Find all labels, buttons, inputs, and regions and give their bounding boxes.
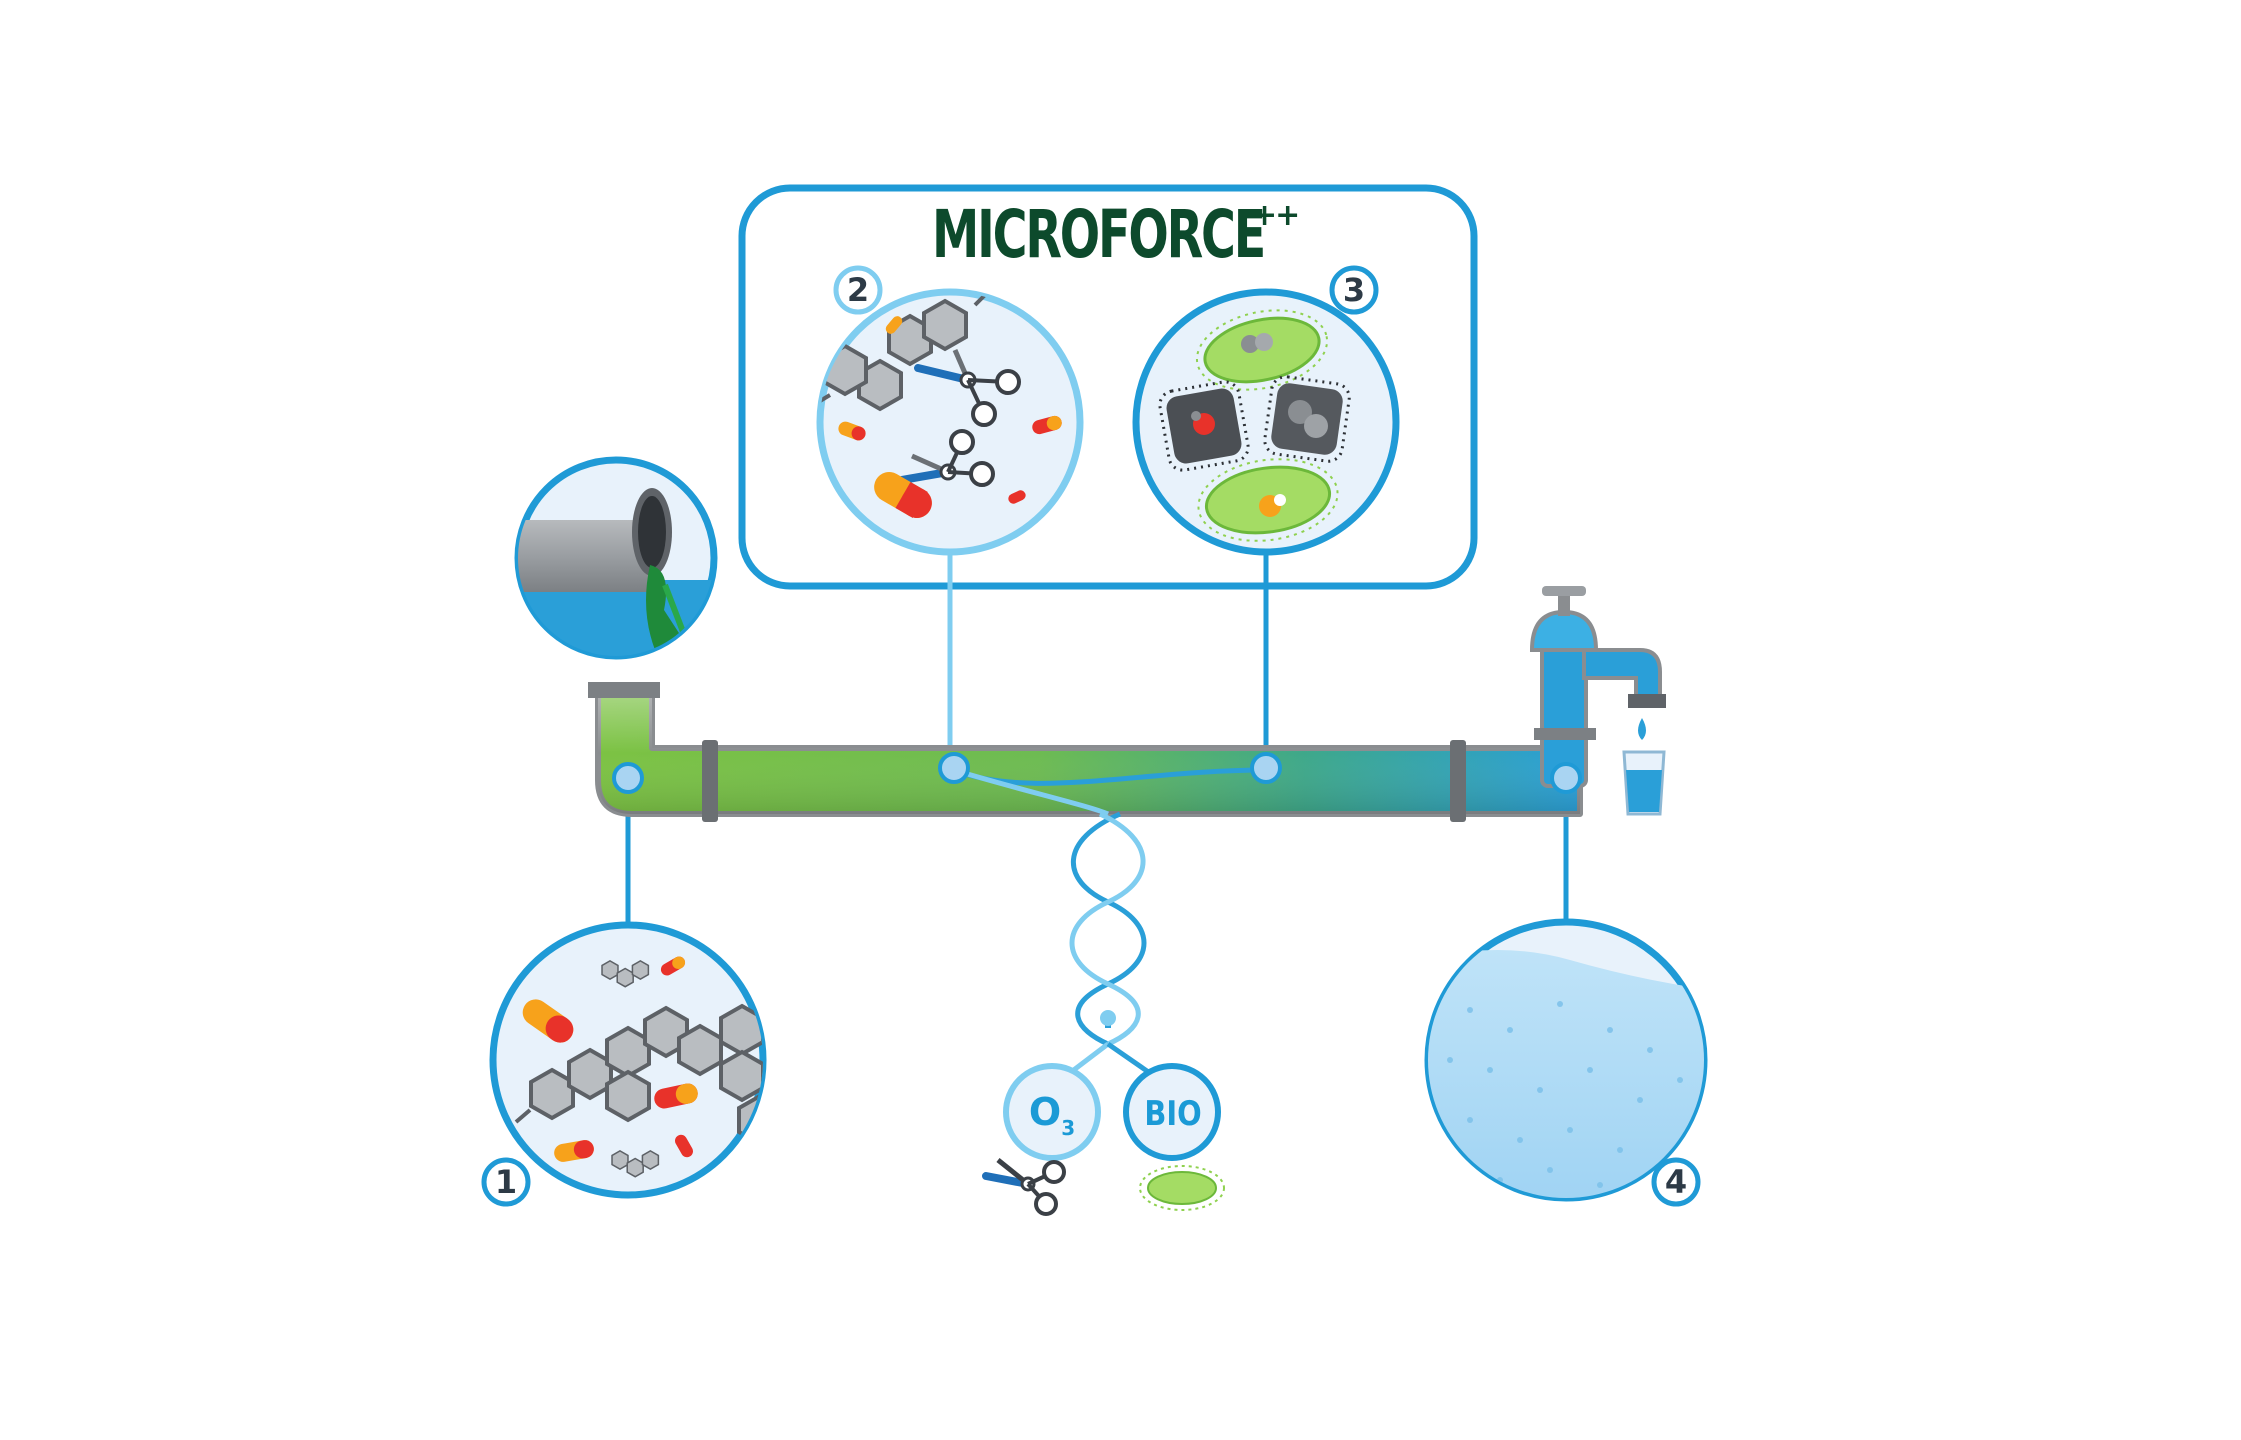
ozone-symbol: O <box>1028 1090 1062 1134</box>
stage-badge-4 <box>1651 1157 1701 1207</box>
water-glass-icon <box>1622 750 1666 816</box>
scissors-icon <box>982 1158 1066 1216</box>
stage-number-3: 3 <box>1342 271 1366 309</box>
capsule-icon <box>1032 415 1062 435</box>
molecule-icon <box>514 1006 723 1124</box>
brand-title: MICROFORCE <box>932 196 1266 273</box>
capsule-icon <box>838 421 866 441</box>
scissors-icon <box>914 349 1021 427</box>
oxidation-circle <box>816 288 1084 556</box>
bacterium-icon <box>1197 458 1339 542</box>
molecule-icon <box>820 293 987 411</box>
stage-badge-3 <box>1329 265 1379 315</box>
capsule-icon <box>660 956 693 1158</box>
junction-dot-3 <box>1250 752 1282 784</box>
stage-badge-2 <box>833 265 883 315</box>
ozone-circle <box>1003 1063 1101 1161</box>
water-drop-icon <box>1638 718 1646 740</box>
main-pipe <box>588 682 1583 822</box>
bacterium-icon <box>1139 1165 1225 1211</box>
dna-helix-icon <box>953 767 1267 1090</box>
scissors-icon <box>898 429 995 487</box>
stage-number-2: 2 <box>846 271 870 309</box>
junction-dot-2 <box>938 752 970 784</box>
capsule-icon <box>522 999 574 1043</box>
ozone-subscript: 3 <box>1061 1116 1076 1140</box>
bacterium-icon <box>1195 309 1329 391</box>
stage-number-1: 1 <box>494 1163 518 1201</box>
bio-circle <box>1123 1063 1221 1161</box>
stage-badge-1 <box>481 1157 531 1207</box>
capsule-icon <box>554 1140 594 1162</box>
stage-number-4: 4 <box>1664 1163 1688 1201</box>
bio-label: BIO <box>1144 1094 1202 1134</box>
pollutant-particle <box>1263 375 1351 463</box>
ozone-label: O3 <box>1017 1082 1087 1142</box>
biodegradation-circle <box>1132 288 1400 556</box>
capsule-icon <box>885 316 1026 504</box>
clean-water-circle <box>1424 918 1708 1202</box>
micropollutants-circle <box>489 921 767 1199</box>
capsule-icon <box>654 1083 698 1109</box>
capsule-icon <box>874 472 932 518</box>
outflow-pipe-icon <box>514 456 718 660</box>
junction-dot-4 <box>1550 762 1582 794</box>
faucet-icon <box>1529 586 1666 788</box>
junction-dot-1 <box>612 762 644 794</box>
brand-suffix: ++ <box>1252 198 1300 233</box>
pollutant-particle <box>1158 380 1250 472</box>
